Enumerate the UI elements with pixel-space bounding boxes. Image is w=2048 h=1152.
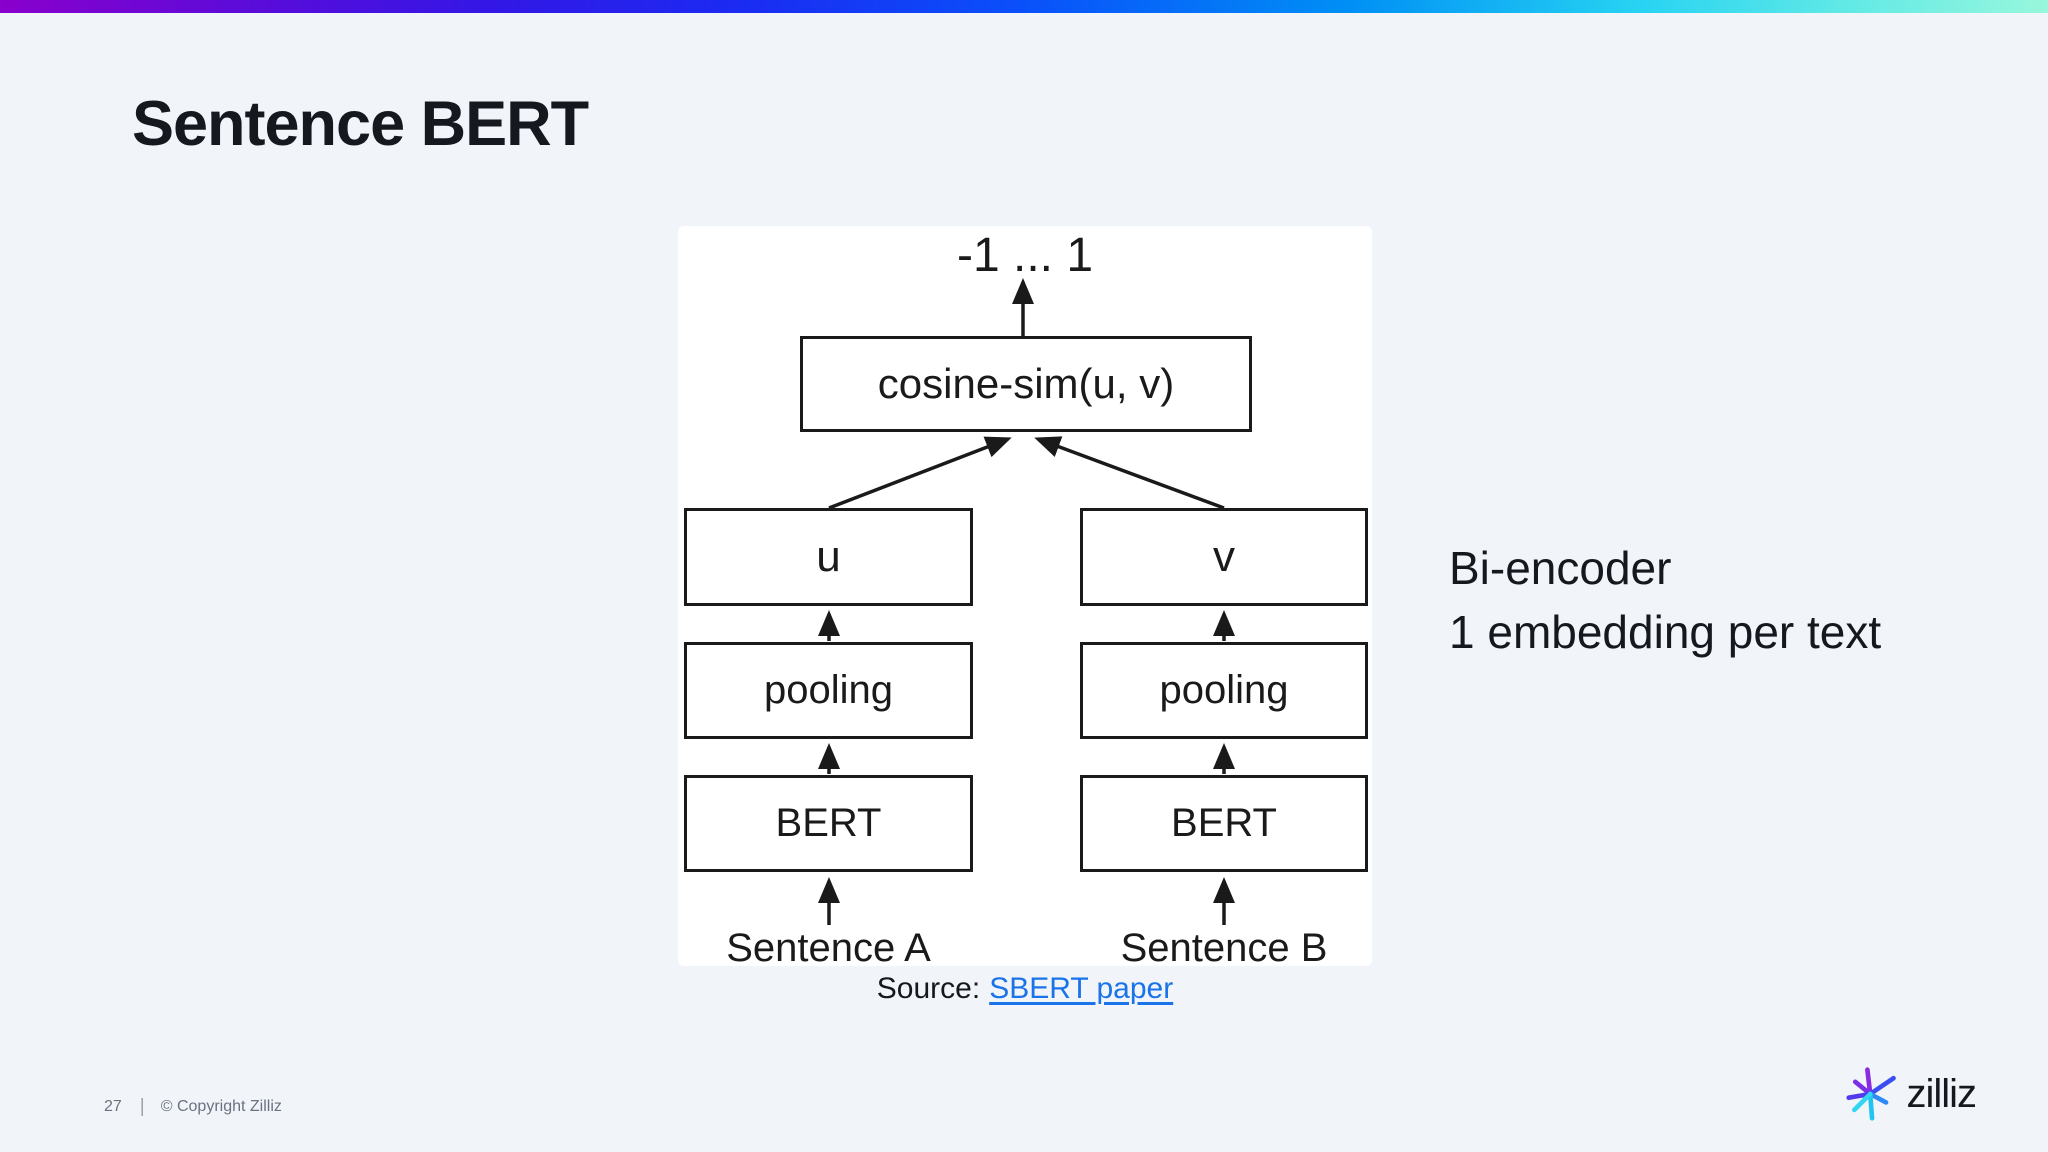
v-embedding-box: v <box>1080 508 1368 606</box>
page-number: 27 <box>104 1098 122 1115</box>
output-range-label: -1 ... 1 <box>956 229 1094 282</box>
zilliz-wordmark: zilliz <box>1906 1071 1977 1116</box>
copyright-text: © Copyright Zilliz <box>160 1098 282 1115</box>
pooling-left-box: pooling <box>684 642 973 739</box>
cosine-sim-box: cosine-sim(u, v) <box>800 336 1252 432</box>
pooling-right-box: pooling <box>1080 642 1368 739</box>
sbert-diagram-panel: -1 ... 1 cosine-sim(u, v) u v pooling po… <box>678 226 1372 970</box>
zilliz-starburst-icon <box>1846 1067 1897 1121</box>
bi-encoder-note-line1: Bi-encoder <box>1449 542 1672 594</box>
bi-encoder-note-line2: 1 embedding per text <box>1449 606 1882 658</box>
page-title: Sentence BERT <box>132 89 589 159</box>
diagram-arrows <box>818 278 1235 925</box>
footer-divider: | <box>139 1096 145 1117</box>
sentence-b-label: Sentence B <box>1120 926 1328 970</box>
footer: 27 | © Copyright Zilliz <box>104 1096 282 1118</box>
bert-right-box: BERT <box>1080 775 1368 872</box>
source-prefix: Source: <box>876 972 981 1005</box>
u-embedding-box: u <box>684 508 973 606</box>
sentence-a-label: Sentence A <box>726 926 931 970</box>
zilliz-logo: zilliz <box>1845 1064 1977 1124</box>
arrow-v-to-cosine <box>1034 436 1225 510</box>
bert-left-box: BERT <box>684 775 973 872</box>
bi-encoder-note: Bi-encoder 1 embedding per text <box>1449 536 1881 664</box>
sbert-paper-link[interactable]: SBERT paper <box>989 972 1174 1005</box>
arrow-u-to-cosine <box>828 436 1012 510</box>
top-accent-bar <box>0 0 2048 13</box>
source-caption: Source:SBERT paper <box>678 972 1372 1006</box>
